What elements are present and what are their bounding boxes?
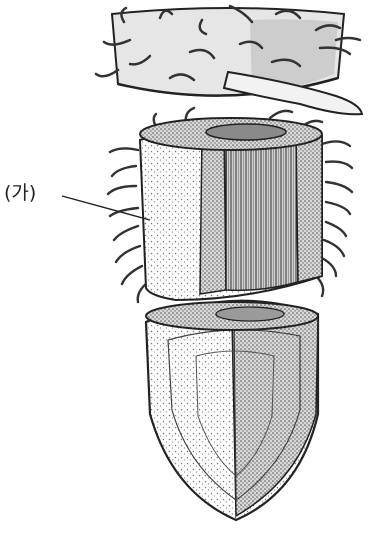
label-ga-text: (가): [4, 182, 36, 204]
middle-segment-stele-top: [206, 124, 286, 140]
middle-segment-cut-face: [200, 128, 226, 294]
top-root-segment: [96, 6, 362, 114]
label-ga: (가): [4, 182, 150, 220]
middle-root-segment: [108, 108, 352, 302]
root-tip-stele-top: [216, 307, 284, 321]
middle-segment-vascular-face: [226, 127, 298, 290]
root-tip-segment: [146, 301, 318, 520]
root-tip-cut-face: [232, 315, 318, 516]
middle-segment-cortex-face: [296, 134, 322, 282]
